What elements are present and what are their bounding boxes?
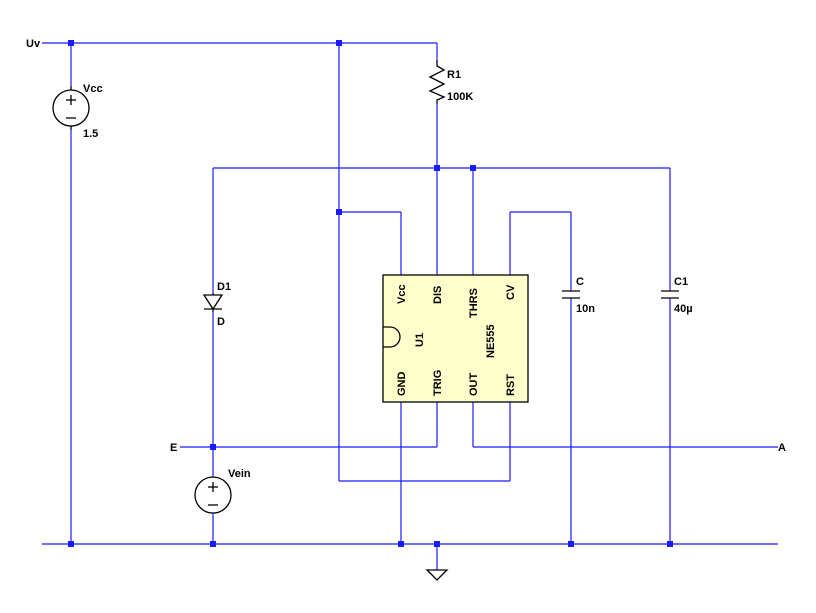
diode-triangle	[202, 294, 224, 311]
d1-model-label: D	[217, 316, 225, 328]
vcc-value-label: 1.5	[83, 128, 98, 140]
ground-symbol[interactable]	[425, 569, 449, 581]
ic-pin-dis: DIS	[432, 286, 444, 304]
c1-value-label: 40µ	[674, 303, 693, 315]
r1-value-label: 100K	[447, 91, 473, 103]
ic-pin-thrs: THRS	[468, 288, 480, 318]
vein-name-label: Vein	[228, 468, 251, 480]
c-value-label: 10n	[576, 303, 595, 315]
capacitor-c1[interactable]	[661, 290, 679, 299]
vcc-name-label: Vcc	[83, 83, 103, 95]
r1-name-label: R1	[447, 69, 461, 81]
resistor-r1[interactable]	[428, 60, 446, 104]
junctions	[68, 40, 673, 547]
capacitor-c[interactable]	[562, 290, 580, 299]
d1-name-label: D1	[217, 281, 231, 293]
ic-notch	[383, 326, 401, 348]
ic-pin-vcc: Vcc	[396, 284, 408, 304]
ic-pin-gnd: GND	[396, 372, 408, 397]
c-name-label: C	[576, 276, 584, 288]
net-label-e: E	[170, 442, 177, 454]
voltage-source-vein[interactable]	[194, 476, 232, 514]
ic-pin-trig: TRIG	[432, 370, 444, 396]
c1-name-label: C1	[674, 276, 688, 288]
ic-pin-out: OUT	[468, 373, 480, 397]
ic-part-label: NE555	[485, 324, 497, 358]
source-circle	[194, 476, 232, 514]
ic-u1-ne555[interactable]: Vcc DIS THRS CV GND TRIG OUT RST U1 NE55…	[382, 274, 529, 403]
voltage-source-vcc[interactable]	[52, 86, 90, 130]
diode-d1[interactable]	[202, 293, 224, 312]
wires	[42, 42, 778, 570]
ic-pin-cv: CV	[505, 284, 517, 300]
ic-body	[382, 274, 529, 403]
ic-pin-rst: RST	[505, 374, 517, 396]
ic-ref-label: U1	[414, 333, 426, 347]
net-label-a: A	[778, 442, 786, 454]
net-label-uv: Uv	[26, 38, 41, 50]
